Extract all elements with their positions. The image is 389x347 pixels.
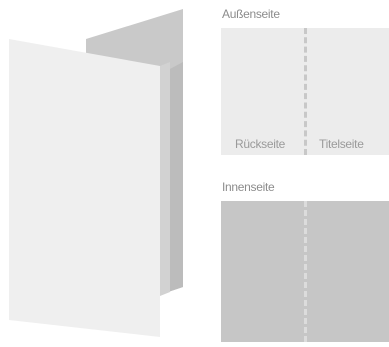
outside-panel: Rückseite Titelseite: [221, 28, 389, 155]
outside-heading: Außenseite: [222, 7, 280, 21]
inside-panel: [221, 201, 389, 342]
title-page-label: Titelseite: [319, 137, 364, 151]
card-spine-edge: [160, 62, 170, 296]
inside-heading: Innenseite: [222, 180, 275, 194]
fold-line: [304, 201, 307, 342]
folded-card-illustration: [9, 9, 183, 337]
card-front-panel: [9, 39, 160, 337]
fold-line: [304, 28, 307, 155]
back-page-label: Rückseite: [235, 137, 285, 151]
card-shadow: [168, 62, 183, 292]
